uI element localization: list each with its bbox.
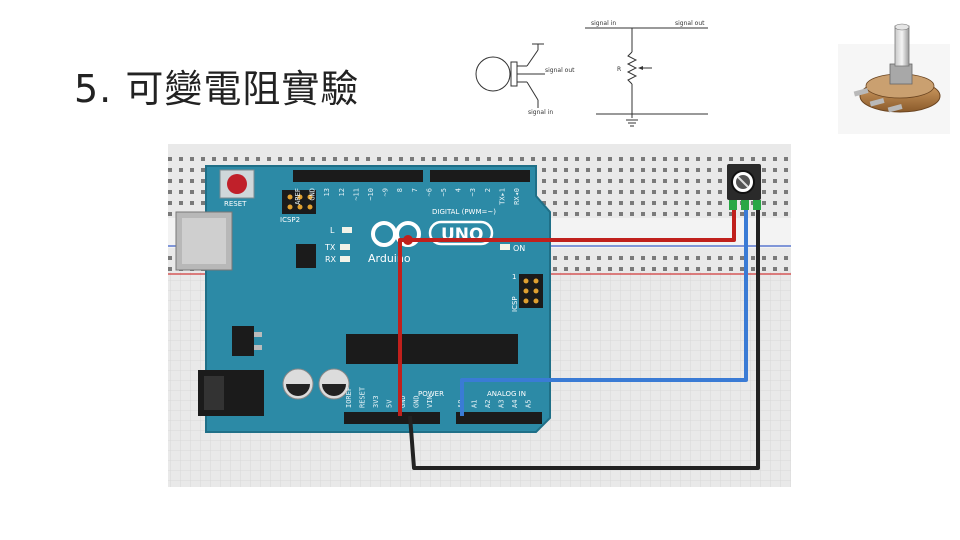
power-pin-label: 5V bbox=[386, 399, 394, 408]
blue-signal-wire bbox=[460, 210, 748, 416]
power-pin-label: VIN bbox=[426, 395, 434, 408]
digital-pin-label: TX▸1 bbox=[498, 188, 506, 205]
power-pin-label: 3V3 bbox=[372, 395, 380, 408]
power-label: POWER bbox=[418, 390, 444, 398]
digital-header-left bbox=[293, 170, 423, 182]
digital-pin-label: 13 bbox=[323, 188, 331, 196]
digital-pin-label: ~11 bbox=[352, 188, 360, 201]
digital-pin-label: GND bbox=[309, 188, 317, 201]
rx-led-label: RX bbox=[325, 255, 337, 264]
power-pin-label: RESET bbox=[359, 386, 367, 408]
red-5v-wire bbox=[398, 210, 736, 416]
digital-label: DIGITAL (PWM=~) bbox=[432, 208, 496, 216]
wires bbox=[398, 210, 760, 470]
digital-pin-label: ~5 bbox=[440, 188, 448, 196]
voltage-regulator bbox=[232, 326, 254, 356]
power-pin-label: GND bbox=[399, 395, 407, 408]
analog-pin-label: A1 bbox=[471, 400, 479, 408]
reset-button bbox=[227, 174, 247, 194]
signal-out-label-top: signal out bbox=[675, 20, 705, 27]
resistor-symbol bbox=[626, 51, 638, 85]
signal-in-label-bottom: signal in bbox=[528, 109, 553, 116]
digital-pin-label: RX◂0 bbox=[513, 188, 521, 205]
digital-header-right bbox=[430, 170, 530, 182]
knob-symbol bbox=[475, 56, 511, 92]
analog-header bbox=[456, 412, 542, 424]
slide-title: 5. 可變電阻實驗 bbox=[74, 67, 360, 111]
digital-pin-label: 2 bbox=[484, 188, 492, 192]
analog-pin-label: A5 bbox=[525, 400, 533, 408]
resistor-label: R bbox=[617, 66, 621, 73]
on-led-label: ON bbox=[513, 244, 525, 253]
signal-out-label-mid: signal out bbox=[545, 67, 575, 74]
digital-pin-label: 8 bbox=[396, 188, 404, 192]
digital-pin-label: ~3 bbox=[469, 188, 477, 196]
tx-led-label: TX bbox=[324, 243, 336, 252]
digital-pin-label: ~9 bbox=[382, 188, 390, 196]
usb-chip bbox=[296, 244, 316, 268]
digital-pin-label: 4 bbox=[455, 188, 463, 192]
power-pin-labels: IOREF RESET 3V3 5V GND GND VIN bbox=[345, 386, 434, 408]
analog-pin-label: A3 bbox=[498, 400, 506, 408]
power-header bbox=[344, 412, 440, 424]
potentiometer-schematic: signal out signal in signal in signal ou… bbox=[475, 20, 708, 127]
reset-label: RESET bbox=[224, 200, 247, 208]
digital-pin-label: 12 bbox=[338, 188, 346, 196]
power-pin-label: IOREF bbox=[345, 387, 353, 408]
analog-pin-label: A2 bbox=[484, 400, 492, 408]
l-led-label: L bbox=[330, 226, 335, 235]
brand-label: Arduino bbox=[368, 252, 411, 265]
atmega-chip bbox=[346, 334, 518, 364]
breadboard-potentiometer bbox=[727, 164, 761, 210]
analog-label: ANALOG IN bbox=[487, 390, 526, 398]
icsp2-label: ICSP2 bbox=[280, 216, 300, 224]
black-gnd-wire bbox=[408, 210, 760, 470]
potentiometer-photo bbox=[838, 23, 950, 134]
signal-in-label-top: signal in bbox=[591, 20, 616, 27]
icsp-pin1-label: 1 bbox=[512, 273, 516, 281]
digital-pin-label: 7 bbox=[411, 188, 419, 192]
power-pin-label: GND bbox=[413, 395, 421, 408]
icsp2-header bbox=[282, 190, 316, 214]
analog-pin-label: A4 bbox=[511, 400, 519, 408]
icsp-label: ICSP bbox=[511, 296, 519, 312]
capacitors bbox=[282, 368, 350, 400]
digital-pin-label: ~10 bbox=[367, 188, 375, 201]
icsp-header bbox=[519, 274, 543, 308]
digital-pin-labels: AREF GND 13 12 ~11 ~10 ~9 8 7 ~6 ~5 4 ~3 2 TX▸1 RX◂0 bbox=[294, 188, 521, 205]
digital-pin-label: AREF bbox=[294, 188, 302, 205]
digital-pin-label: ~6 bbox=[425, 188, 433, 196]
